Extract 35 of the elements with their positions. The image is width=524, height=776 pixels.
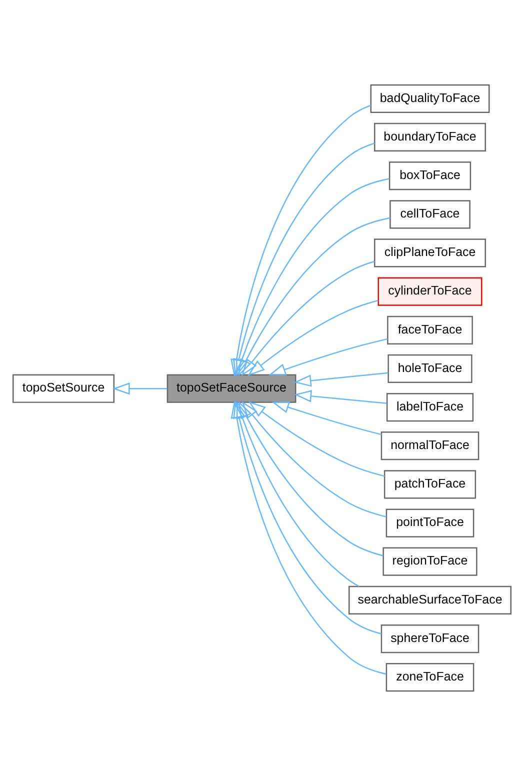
arrow (272, 401, 382, 436)
arrow (294, 390, 387, 404)
node-box: zoneToFace (386, 663, 474, 692)
arrow (238, 400, 384, 556)
arrow (232, 142, 375, 376)
node-box: faceToFace (387, 316, 473, 344)
arrow (233, 400, 382, 634)
node-box: boundaryToFace (374, 122, 486, 152)
node-box: clipPlaneToFace (374, 238, 486, 268)
node-box: topoSetSource (12, 374, 115, 403)
arrow (242, 401, 386, 518)
node-box: regionToFace (382, 547, 478, 576)
node-box: normalToFace (380, 432, 480, 460)
arrow (236, 178, 390, 377)
node-box: sphereToFace (380, 624, 480, 654)
node-box: cellToFace (390, 200, 470, 229)
node-box: labelToFace (386, 392, 474, 422)
node-box: pointToFace (386, 508, 474, 538)
arrow (230, 400, 386, 675)
node-box: holeToFace (388, 354, 472, 384)
arrow (248, 300, 378, 376)
node-box: searchableSurfaceToFace (348, 586, 512, 614)
node-box: cylinderToFace (378, 277, 482, 306)
node-box: patchToFace (384, 470, 476, 499)
arrow (248, 401, 385, 477)
arrow (294, 372, 388, 387)
node-box: badQualityToFace (370, 84, 490, 113)
node-box: boxToFace (388, 162, 472, 190)
arrow (236, 401, 360, 587)
arrow (112, 382, 168, 395)
arrow (238, 217, 390, 377)
arrow (241, 260, 375, 376)
arrow (230, 104, 372, 377)
node-box: topoSetFaceSource (166, 374, 296, 403)
arrow (268, 338, 388, 376)
